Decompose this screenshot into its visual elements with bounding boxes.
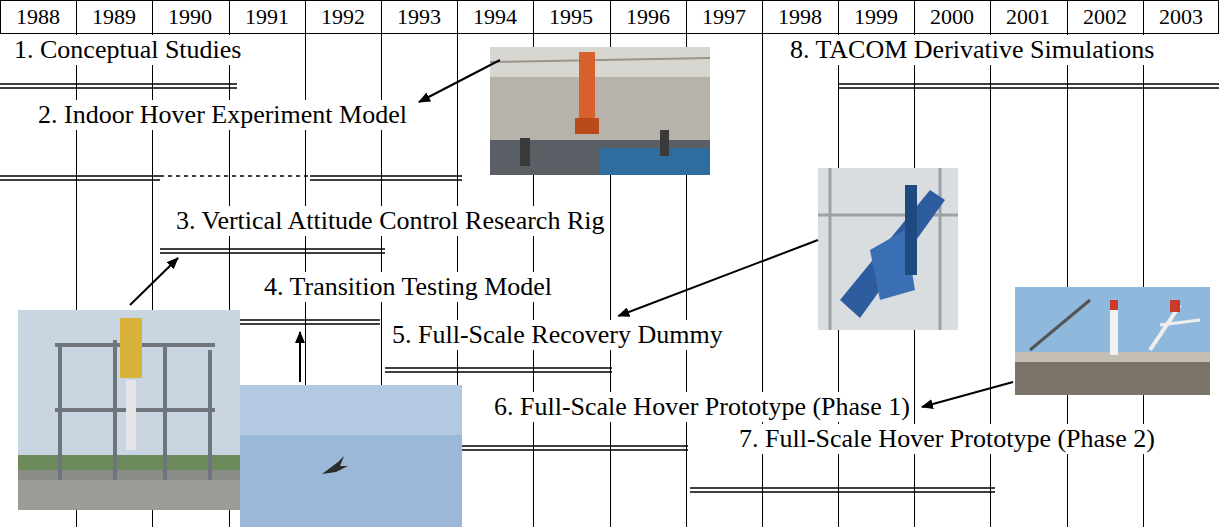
year-cell: 2000 bbox=[914, 4, 990, 30]
photo-recovery-dummy bbox=[818, 168, 958, 330]
year-cell: 1999 bbox=[838, 4, 914, 30]
year-cell: 1996 bbox=[610, 4, 686, 30]
photo-attitude-rig bbox=[18, 310, 240, 510]
year-cell: 1991 bbox=[229, 4, 305, 30]
callout-arrow bbox=[618, 240, 818, 316]
photo-hover-prototype bbox=[1015, 287, 1210, 395]
callout-arrow bbox=[130, 258, 178, 305]
year-cell: 1992 bbox=[305, 4, 381, 30]
year-cell: 2003 bbox=[1143, 4, 1219, 30]
task-label: 2. Indoor Hover Experiment Model bbox=[34, 100, 411, 130]
task-label: 6. Full-Scale Hover Prototype (Phase 1) bbox=[490, 392, 914, 422]
task-label: 8. TACOM Derivative Simulations bbox=[786, 35, 1158, 65]
task-label: 7. Full-Scale Hover Prototype (Phase 2) bbox=[735, 424, 1159, 454]
year-cell: 1993 bbox=[381, 4, 457, 30]
task-label: 5. Full-Scale Recovery Dummy bbox=[388, 320, 727, 350]
callout-arrow bbox=[419, 60, 500, 102]
year-cell: 2002 bbox=[1067, 4, 1143, 30]
year-cell: 1998 bbox=[762, 4, 838, 30]
year-cell: 1994 bbox=[457, 4, 533, 30]
header-border bbox=[1, 1, 1219, 34]
photo-indoor-model bbox=[490, 47, 710, 175]
year-cell: 2001 bbox=[990, 4, 1066, 30]
photo-transition-model bbox=[240, 385, 462, 527]
year-cell: 1990 bbox=[152, 4, 228, 30]
year-cell: 1995 bbox=[533, 4, 609, 30]
year-cell: 1997 bbox=[686, 4, 762, 30]
year-cell: 1989 bbox=[76, 4, 152, 30]
callout-arrow bbox=[922, 382, 1013, 407]
task-label: 3. Vertical Attitude Control Research Ri… bbox=[172, 206, 608, 236]
task-label: 1. Conceptual Studies bbox=[10, 35, 245, 65]
callout-arrow bbox=[299, 332, 301, 382]
year-cell: 1988 bbox=[0, 4, 76, 30]
task-label: 4. Transition Testing Model bbox=[260, 272, 556, 302]
